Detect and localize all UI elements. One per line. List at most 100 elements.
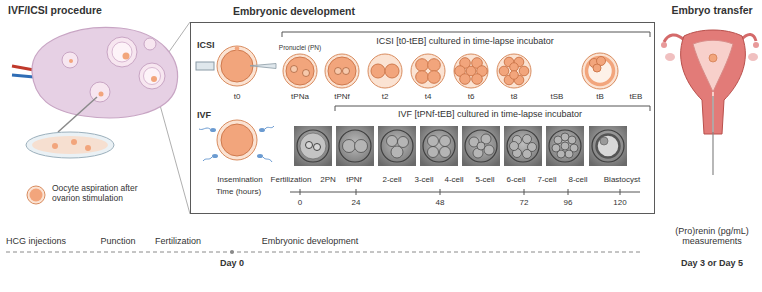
day-label: Day 0 (220, 258, 244, 268)
uterus-illustration (664, 35, 684, 42)
tick-label: 0 (298, 198, 302, 207)
embryo-stages (499, 66, 509, 76)
axis-title: Time (hours) (216, 187, 261, 196)
stage-label: t2 (382, 92, 389, 101)
embryo-stages (283, 54, 317, 88)
ovary-illustration (151, 76, 157, 82)
time-lapse-photos (592, 130, 624, 162)
embryo-stages (510, 71, 519, 80)
icsi-oocyte (221, 50, 253, 82)
time-lapse-photos (565, 150, 573, 158)
time-lapse-photos (294, 126, 627, 166)
tick-label: 24 (352, 198, 361, 207)
ovary-illustration (107, 37, 137, 67)
stage-label: tSB (551, 92, 564, 101)
time-lapse-photos (387, 136, 409, 159)
time-lapse-photos (523, 135, 532, 144)
stage-label: t4 (425, 92, 432, 101)
time-lapse-photos (465, 130, 497, 162)
aspiration-needle (58, 97, 97, 132)
petri-dish (71, 139, 77, 145)
embryo-stages (286, 57, 314, 85)
ivf-oocyte (259, 128, 265, 132)
time-lapse-photos (336, 126, 374, 166)
ivf-oocyte (199, 120, 274, 162)
ovary-illustration (62, 52, 78, 68)
time-lapse-photos (523, 150, 532, 159)
time-lapse-photos (336, 126, 374, 166)
embryo-stages (416, 59, 441, 84)
tick-label: 96 (564, 198, 573, 207)
embryo-stages (371, 64, 385, 78)
time-lapse-photos (504, 126, 542, 166)
time-lapse-photos (484, 145, 494, 155)
stage-label: tPNf (334, 92, 350, 101)
ovary-illustration (32, 27, 178, 117)
timeline-label: Embryonic development (262, 236, 359, 246)
uterus-illustration (661, 30, 759, 175)
time-lapse-photos (477, 142, 485, 150)
stage-label: t6 (468, 92, 475, 101)
time-lapse-photos (510, 135, 537, 159)
time-lapse-photos (314, 144, 321, 151)
time-lapse-photos (423, 130, 455, 162)
embryo-stages (497, 54, 531, 88)
time-lapse-photos (589, 126, 627, 166)
time-axis (290, 192, 640, 193)
part-label: Pronuclei (PN) (279, 44, 321, 51)
time-lapse-photos (428, 147, 439, 158)
time-lapse-photos (398, 137, 409, 148)
uterus-illustration (665, 53, 675, 61)
time-lapse-photos (294, 126, 332, 166)
time-lapse-photos (343, 140, 368, 153)
embryo-stages (385, 64, 399, 78)
ovary-illustration (139, 63, 165, 89)
embryo-stages (368, 54, 402, 88)
timeline-label: HCG injections (6, 236, 66, 246)
ivf-oocyte (221, 124, 253, 156)
ovary-illustration (144, 68, 161, 85)
time-lapse-photos (462, 126, 500, 166)
embryo-stages (343, 68, 350, 75)
step-note: Oocyte aspiration after ovarion stimulat… (52, 184, 152, 204)
time-lapse-photos (504, 126, 542, 166)
time-lapse-photos (391, 146, 403, 158)
ivf-oocyte (217, 120, 257, 160)
embryo-stages (283, 53, 618, 89)
ivf-oocyte (212, 154, 218, 158)
stage-label: Insemination (217, 175, 262, 184)
embryo-stages (428, 59, 441, 72)
time-lapse-photos (440, 136, 451, 147)
ovary-illustration (112, 42, 132, 62)
time-lapse-photos (554, 136, 562, 144)
time-lapse-photos (462, 126, 500, 166)
time-lapse-photos (306, 142, 313, 149)
embryo-stages (371, 64, 399, 78)
stage-label: 4-cell (444, 175, 463, 184)
stage-label: Blastocyst (604, 175, 640, 184)
petri-dish (26, 132, 114, 158)
measurement-note: (Pro)renin (pg/mL) measurements (664, 226, 760, 247)
time-lapse-photos (546, 126, 584, 166)
ivf-oocyte (199, 128, 210, 129)
embryo-stages (428, 71, 441, 84)
embryo-stages (510, 63, 519, 72)
uterus-illustration (661, 42, 667, 48)
time-lapse-photos (552, 133, 578, 158)
time-lapse-photos (552, 144, 560, 152)
time-lapse-photos (428, 136, 451, 158)
time-lapse-photos (561, 142, 569, 150)
method-label: ICSI (197, 40, 215, 50)
time-lapse-photos (300, 133, 326, 159)
time-lapse-photos (381, 130, 413, 162)
stage-label: 6-cell (506, 175, 525, 184)
uterus-illustration (753, 42, 759, 48)
tick-label: 72 (520, 198, 529, 207)
petri-dish (32, 136, 108, 154)
time-lapse-photos (549, 130, 581, 162)
time-lapse-photos (507, 130, 539, 162)
stage-label: 2-cell (382, 175, 401, 184)
oocyte-icon (30, 189, 43, 202)
time-lapse-photos (600, 137, 608, 145)
